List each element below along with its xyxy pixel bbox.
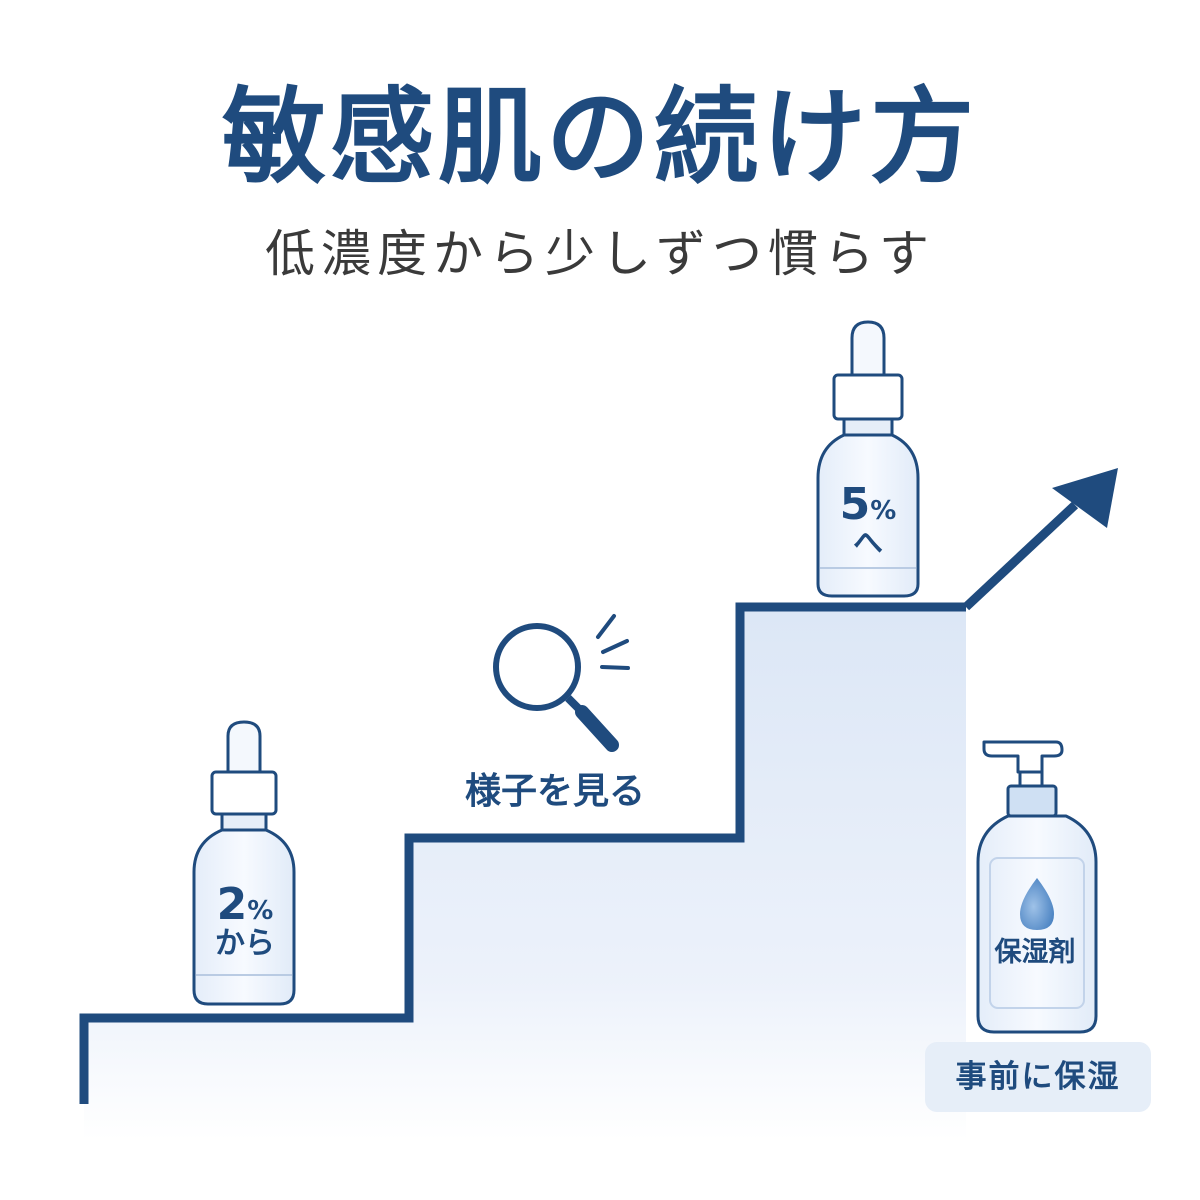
dropper-bottle-5-percent (816, 320, 920, 598)
dropper-bottle-2-percent (192, 720, 296, 1006)
concentration-goal-unit: % (870, 496, 897, 526)
concentration-start-value: 2 (216, 879, 248, 930)
staircase-line (79, 602, 966, 1104)
moisturizer-label: 保湿剤 (994, 937, 1076, 968)
arrow-head-icon (1052, 468, 1118, 528)
bottle-5-label: 5% へ (818, 479, 918, 562)
concentration-start-suffix: から (215, 926, 275, 962)
concentration-goal-suffix: へ (853, 526, 883, 562)
pre-moisturize-badge: 事前に保湿 (925, 1042, 1151, 1112)
observe-label: 様子を見る (464, 771, 645, 812)
magnifier-icon (493, 614, 630, 752)
arrow-line (962, 501, 1079, 611)
concentration-goal-value: 5 (839, 479, 871, 530)
page-title: 敏感肌の続け方 (221, 75, 978, 198)
concentration-start-unit: % (247, 896, 274, 926)
bottle-2-label: 2% から (195, 879, 295, 962)
water-drop-icon (1020, 878, 1054, 930)
staircase-fill (84, 607, 966, 1140)
page-subtitle: 低濃度から少しずつ慣らす (265, 225, 935, 283)
